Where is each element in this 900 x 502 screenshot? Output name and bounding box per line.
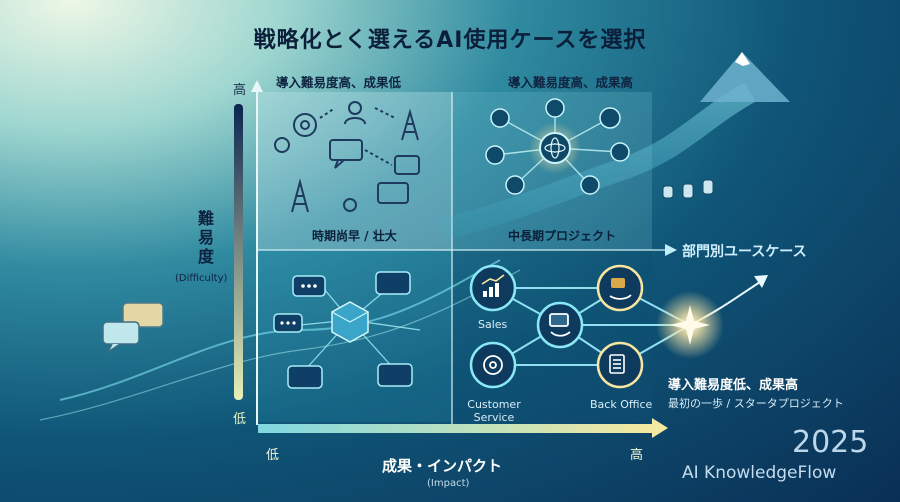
chart-icon (610, 142, 630, 162)
handshake-icon (609, 278, 632, 300)
back-office-label: Back Office (590, 398, 653, 411)
department-network (469, 264, 768, 389)
mountain-icon (700, 52, 790, 102)
person-icon (344, 101, 366, 125)
x-axis-arrow-head (652, 418, 668, 438)
back-office-node (596, 341, 644, 389)
gear-icon (343, 198, 357, 212)
chat-bubble-icon (329, 139, 363, 169)
customer-service-label: Customer Service (467, 398, 521, 424)
gear-icon (483, 355, 503, 375)
x-axis-title: 成果・インパクト (382, 457, 503, 475)
cube-icon (331, 301, 369, 343)
quadrant-top-right-label: 導入難易度高、成果高 (508, 75, 634, 90)
sales-label: Sales (478, 318, 508, 331)
chart-icon (481, 274, 505, 297)
quadrant-top-left-caption: 時期尚早 / 壮大 (312, 229, 397, 243)
department-use-case-label: 部門別ユースケース (682, 244, 807, 260)
divider-arrow-head (665, 244, 677, 256)
person-icon (580, 175, 600, 195)
floating-chat-bubbles (102, 302, 164, 355)
recommendation-subtitle: 最初の一歩 / スタータプロジェクト (668, 397, 844, 410)
chat-bubble-icon (287, 365, 323, 389)
x-axis-subtitle: (Impact) (427, 478, 470, 489)
y-axis-subtitle: (Difficulty) (175, 273, 228, 284)
x-axis-low-label: 低 (266, 448, 280, 463)
river-flow (437, 82, 756, 241)
upward-arrow-head (754, 275, 768, 288)
chart-icon (505, 175, 525, 195)
y-axis-high-label: 高 (233, 83, 247, 98)
radio-tower-icon (401, 108, 419, 141)
page-title: 戦略化とく選えるAI使用ケースを選択 (253, 28, 647, 53)
light-stream-2 (39, 269, 521, 421)
handshake-icon (549, 313, 571, 337)
network-node (485, 145, 505, 165)
gear-icon (274, 137, 290, 153)
database-icon (662, 179, 714, 199)
recommendation-title: 導入難易度低、成果高 (668, 378, 799, 393)
y-axis-arrow-head (251, 80, 263, 92)
atom-icon (539, 132, 571, 164)
quadrant-top-right-network (485, 98, 714, 199)
quadrant-top-right-caption: 中長期プロジェクト (508, 229, 617, 243)
sparkle-icon (670, 305, 710, 345)
y-axis-low-label: 低 (233, 412, 247, 427)
footer-year: 2025 (792, 425, 869, 460)
quadrant-top-left-icons (274, 101, 420, 213)
chat-bubble-icon (377, 363, 413, 387)
quadrant-top-left-label: 導入難易度高、成果低 (276, 75, 402, 90)
radio-tower-icon (291, 178, 309, 213)
x-axis-high-label: 高 (630, 448, 644, 463)
network-node (545, 98, 565, 118)
chat-bubble-icon (375, 271, 411, 295)
footer-brand: AI KnowledgeFlow (682, 463, 837, 483)
network-node (599, 107, 621, 129)
chat-bubble-icon (102, 321, 140, 345)
x-axis-bar (258, 424, 652, 433)
y-axis-title: 難易度 (198, 209, 215, 266)
chat-bubble-icon (122, 302, 164, 328)
customer-service-node (469, 341, 517, 389)
network-node (490, 108, 510, 128)
quadrant-bottom-left-graphic (273, 271, 421, 389)
chat-bubble-icon (394, 155, 420, 175)
chat-bubble-icon (377, 182, 409, 204)
y-axis-bar (234, 104, 243, 400)
gear-icon (293, 113, 317, 137)
document-icon (609, 354, 625, 374)
